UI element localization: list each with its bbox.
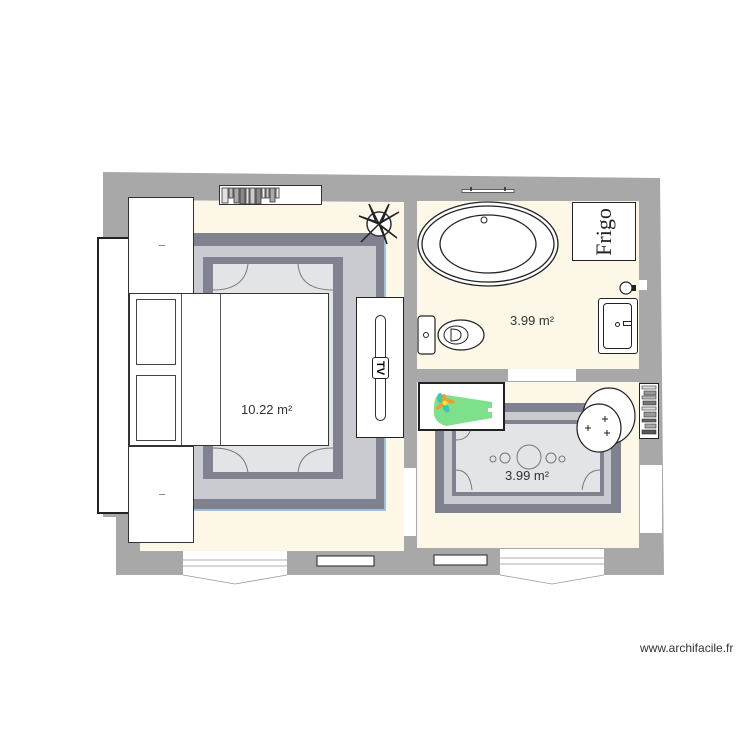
bed-divider	[181, 294, 182, 445]
faucet-icon	[623, 321, 632, 326]
bed[interactable]	[129, 293, 329, 446]
books-icon	[221, 187, 280, 205]
dressing-rug-center	[456, 424, 600, 492]
nightstand-top[interactable]	[128, 197, 194, 294]
nightstand-bottom[interactable]	[128, 446, 194, 543]
towel-rail-icon	[461, 187, 515, 193]
wardrobe-exterior[interactable]	[97, 237, 129, 514]
green-plant-icon	[433, 393, 492, 426]
tv-stand[interactable]: TV	[356, 297, 404, 438]
drain-icon	[615, 322, 620, 327]
tv-label-box: TV	[372, 357, 389, 379]
books-icon	[641, 385, 657, 435]
sink[interactable]	[598, 298, 638, 354]
fridge[interactable]: Frigo	[572, 202, 636, 261]
pillow-top	[136, 299, 176, 365]
wall-shelf[interactable]	[639, 383, 659, 439]
bathtub[interactable]	[416, 200, 560, 288]
nightstand-handle	[159, 494, 165, 495]
bed-divider	[220, 294, 221, 445]
bookshelf[interactable]	[219, 185, 322, 205]
plant-tray[interactable]	[418, 382, 505, 431]
pillow-bottom	[136, 375, 176, 441]
watermark[interactable]: www.archifacile.fr	[640, 641, 734, 655]
sink-basin	[603, 303, 632, 349]
room-area-label-bedroom: 10.22 m²	[241, 402, 293, 417]
toilet[interactable]	[416, 314, 486, 356]
nightstand-handle	[159, 245, 165, 246]
tap-icon	[619, 281, 636, 295]
room-area-label-dressing: 3.99 m²	[505, 468, 550, 483]
plant-icon	[358, 203, 400, 245]
room-area-label-bathroom: 3.99 m²	[510, 313, 555, 328]
armchair[interactable]	[575, 386, 637, 456]
